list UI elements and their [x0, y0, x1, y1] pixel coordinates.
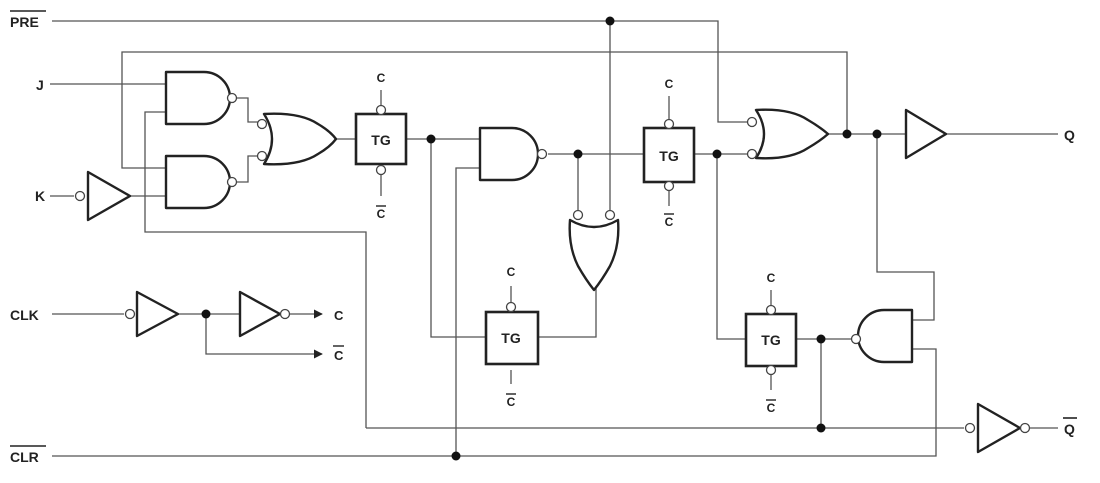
junction-dot	[816, 334, 826, 344]
transmission-gate-2: TG	[642, 118, 696, 192]
junction-dot	[712, 149, 722, 159]
tg3-cbar-label: C	[507, 395, 516, 409]
junction-dot	[842, 129, 852, 139]
or2-to-tg3-wire	[538, 286, 597, 338]
q-feedback-top-wire	[121, 51, 848, 169]
junction-dot	[451, 451, 461, 461]
junction-dot	[872, 129, 882, 139]
tg3-c-label: C	[507, 265, 516, 279]
qbar-inverter	[964, 402, 1031, 454]
tg-label: TG	[501, 330, 521, 346]
transmission-gate-1: TG	[354, 104, 408, 176]
nand2-out-wire	[236, 155, 258, 183]
transmission-gate-4: TG	[744, 304, 798, 376]
nand-gate-2	[164, 154, 238, 210]
qbar-label: Q	[1064, 421, 1075, 437]
c-bar-out-wire	[205, 314, 323, 359]
tg4-cbar-label: C	[767, 401, 776, 415]
clk-c-label: C	[334, 308, 344, 323]
or-gate-3	[746, 108, 830, 160]
clr-to-and2-wire	[455, 167, 480, 456]
junction-dot	[573, 149, 583, 159]
clk-label: CLK	[10, 307, 39, 323]
junction-dot	[605, 16, 615, 26]
junction-dot	[201, 309, 211, 319]
q-label: Q	[1064, 127, 1075, 143]
tg2-c-label: C	[665, 77, 674, 91]
labels: PRE J K CLK CLR Q Q C C C C C C C C C C	[10, 10, 1077, 465]
junction-dot	[816, 423, 826, 433]
clr-label: CLR	[10, 449, 39, 465]
pre-label: PRE	[10, 14, 39, 30]
clk-inverter	[238, 290, 291, 338]
nand1-out-wire	[236, 97, 258, 123]
tg1-c-label: C	[377, 71, 386, 85]
junctions	[201, 16, 882, 461]
or-gate-1	[256, 112, 338, 166]
q-to-and3-wire	[876, 134, 935, 321]
pre-wire	[52, 20, 748, 123]
clr-wire	[52, 348, 937, 457]
tg2-to-tg4-wire	[716, 154, 746, 340]
q-buffer	[904, 108, 948, 160]
k-inverter	[74, 170, 132, 222]
transmission-gate-3: TG	[484, 301, 540, 366]
tg-label: TG	[761, 332, 781, 348]
k-label: K	[35, 188, 45, 204]
junction-dot	[426, 134, 436, 144]
tg2-cbar-label: C	[665, 215, 674, 229]
nand-gate-1	[164, 70, 238, 126]
j-label: J	[36, 77, 44, 93]
wires	[50, 20, 1058, 457]
and-gate-2	[478, 126, 548, 182]
tg4-c-label: C	[767, 271, 776, 285]
tg-label: TG	[371, 132, 391, 148]
tg1-to-tg3-wire	[430, 139, 488, 338]
and-gate-3	[850, 308, 914, 364]
clk-buffer	[124, 290, 180, 338]
tg-label: TG	[659, 148, 679, 164]
clk-cbar-label: C	[334, 348, 344, 363]
or-gate-2	[568, 209, 620, 292]
qbar-feedback-wire	[144, 111, 367, 428]
tg1-cbar-label: C	[377, 207, 386, 221]
